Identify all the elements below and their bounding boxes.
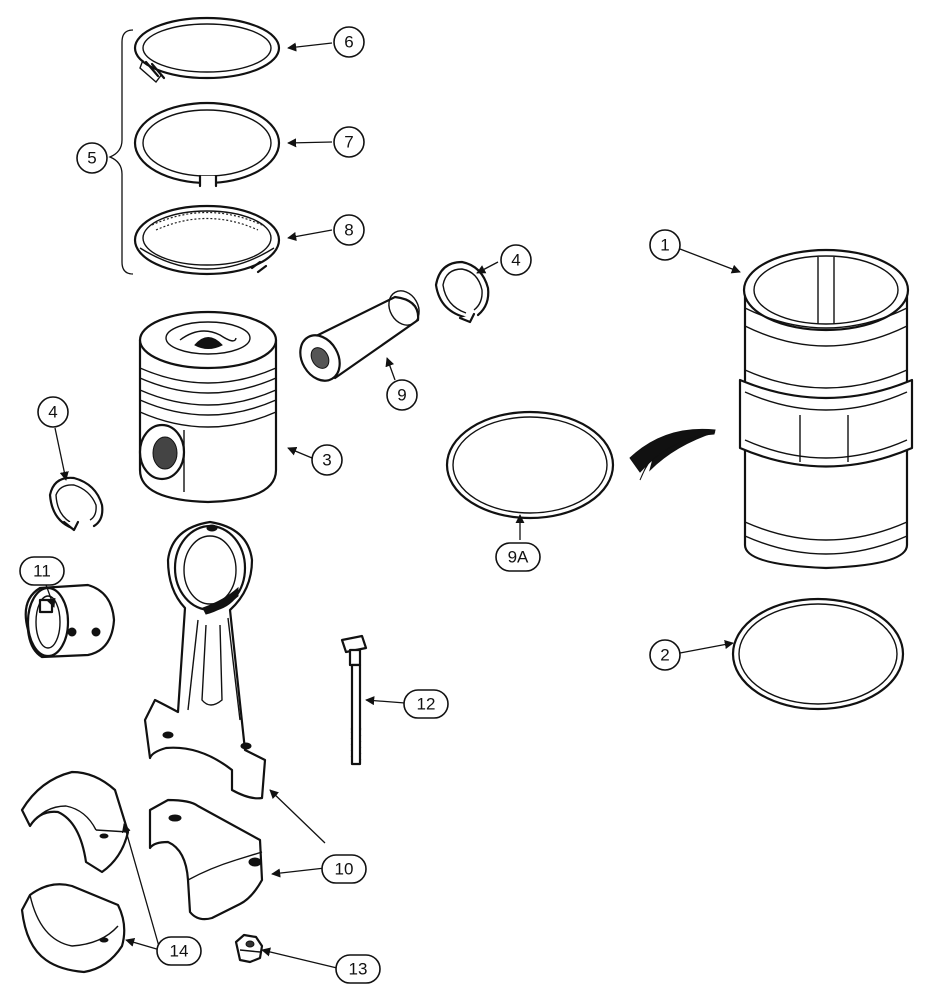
callout-label: 4 [511,251,520,270]
piston-ring-oil [133,204,281,276]
callout-label: 5 [87,149,96,168]
snap-ring-right [434,260,490,324]
callout-9: 9 [386,379,418,411]
callout-4-left: 4 [37,396,69,428]
callout-label: 8 [344,221,353,240]
rod-nut [234,933,264,964]
connecting-rod-bolt [340,634,368,766]
callout-1: 1 [649,229,681,261]
callout-3: 3 [311,444,343,476]
connecting-rod-cap [148,798,264,921]
callout-7: 7 [333,126,365,158]
piston [138,310,278,504]
callout-12: 12 [403,689,449,719]
callout-label: 7 [344,133,353,152]
callout-label: 9A [508,548,529,567]
callout-label: 2 [660,646,669,665]
callout-9a: 9A [495,542,541,572]
group-5-bracket [108,29,134,275]
piston-ring-middle [133,101,281,188]
connecting-rod [143,520,267,800]
liner-o-ring [731,597,905,711]
callout-label: 9 [397,386,406,405]
callout-13: 13 [335,954,381,984]
callout-10-upper: 10 [321,854,367,884]
leader-lines [44,42,741,969]
callout-5: 5 [76,142,108,174]
callout-label: 14 [170,942,189,961]
cylinder-liner [738,248,914,570]
callout-label: 13 [349,960,368,979]
snap-ring-left [48,476,104,532]
piston-ring-top [133,16,281,84]
callout-11: 11 [19,556,65,586]
callout-label: 10 [335,860,354,879]
callout-label: 12 [417,695,436,714]
callout-6: 6 [333,26,365,58]
callout-label: 3 [322,451,331,470]
callout-label: 11 [33,562,51,581]
callout-14: 14 [156,936,202,966]
bearing-shell-upper [20,770,130,874]
small-end-bushing [24,583,116,659]
callout-label: 6 [344,33,353,52]
callout-8: 8 [333,214,365,246]
callout-2: 2 [649,639,681,671]
callout-label: 1 [660,236,669,255]
callout-4-right: 4 [500,244,532,276]
piston-pin [299,290,420,382]
bearing-shell-lower [20,883,126,974]
seal-ring-9a [445,410,615,520]
callout-label: 4 [48,403,57,422]
